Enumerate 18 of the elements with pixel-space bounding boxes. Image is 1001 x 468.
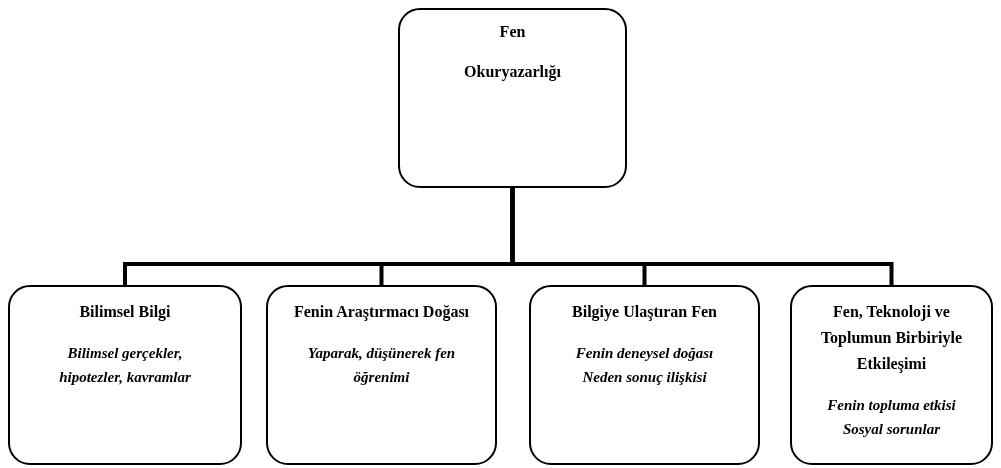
heading-text: Fen, Teknoloji ve Toplumun Birbiriyle Etkileşimi <box>819 302 964 375</box>
heading-text: Fenin Araştırmacı Doğası <box>293 302 470 323</box>
category-box <box>790 285 993 465</box>
description-text: Yaparak, düşünerek fen öğrenimi <box>306 344 457 387</box>
title-text: Okuryazarlığı <box>464 62 561 82</box>
title-text: Fen <box>499 22 526 42</box>
description-text: Sosyal sorunlar <box>842 420 941 439</box>
description-text: Bilimsel gerçekler, hipotezler, kavramlar <box>58 344 192 387</box>
root-box <box>398 8 627 188</box>
connector-line <box>510 188 894 285</box>
category-box <box>8 285 242 465</box>
description-text: Neden sonuç ilişkisi <box>582 368 707 387</box>
heading-text: Bilgiye Ulaştıran Fen <box>572 302 717 323</box>
category-box <box>529 285 760 465</box>
description-text: Fenin deneysel doğası <box>575 344 714 363</box>
category-box <box>266 285 497 465</box>
heading-text: Bilimsel Bilgi <box>79 302 171 323</box>
description-text: Fenin topluma etkisi <box>827 396 956 415</box>
